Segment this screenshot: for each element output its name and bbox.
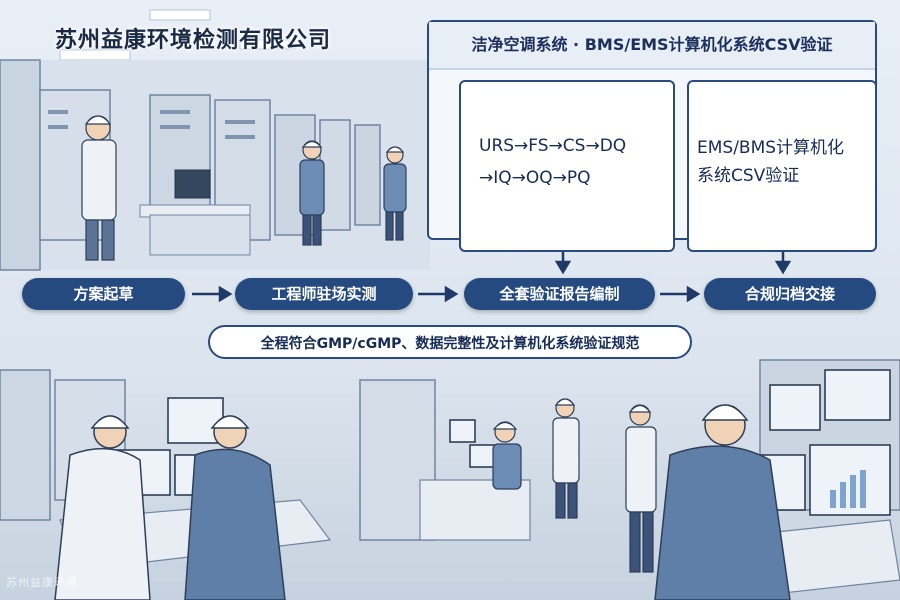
step-compliance-archiving: 合规归档交接 (704, 278, 876, 310)
cabinet-lights (48, 110, 255, 139)
validation-sequence: URS→FS→CS→DQ →IQ→OQ→PQ (479, 130, 669, 194)
compliance-statement: 全程符合GMP/cGMP、数据完整性及计算机化系统验证规范 (208, 325, 692, 359)
worker-upper-right (383, 146, 407, 241)
csv-line-2: 系统CSV验证 (697, 166, 800, 186)
step-report-compilation: 全套验证报告编制 (464, 278, 655, 310)
step-proposal-drafting: 方案起草 (22, 278, 185, 310)
worker-lower-standing (552, 398, 580, 519)
monitor-charts (830, 470, 866, 508)
csv-line-1: EMS/BMS计算机化 (697, 138, 845, 158)
company-name: 苏州益康环境检测有限公司 (55, 28, 332, 53)
sequence-line-1: URS→FS→CS→DQ (479, 136, 627, 156)
worker-lower-left (54, 415, 151, 600)
watermark: 苏州益康环境 (6, 576, 78, 589)
worker-lower-seated (492, 421, 522, 490)
worker-lower-blue (184, 415, 286, 600)
worker-upper-mid (299, 140, 325, 246)
csv-validation-text: EMS/BMS计算机化 系统CSV验证 (697, 134, 877, 190)
worker-lower-coat (625, 404, 657, 573)
csv-box: EMS/BMS计算机化 系统CSV验证 (687, 80, 877, 252)
sequence-line-2: →IQ→OQ→PQ (479, 168, 591, 188)
worker-upper-left (81, 115, 117, 261)
validation-panel: 洁净空调系统 · BMS/EMS计算机化系统CSV验证 URS→FS→CS→DQ… (427, 20, 877, 252)
worker-lower-right (654, 404, 791, 600)
panel-title: 洁净空调系统 · BMS/EMS计算机化系统CSV验证 (429, 22, 875, 70)
step-onsite-testing: 工程师驻场实测 (235, 278, 413, 310)
sequence-box: URS→FS→CS→DQ →IQ→OQ→PQ (459, 80, 675, 252)
